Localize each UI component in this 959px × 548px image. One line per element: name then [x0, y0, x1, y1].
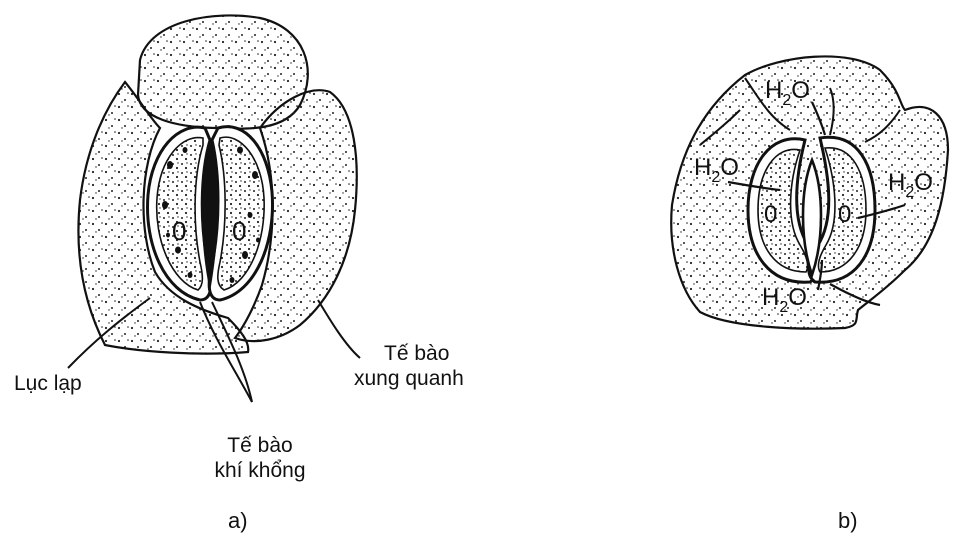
panel-label-b: b): [838, 508, 858, 534]
label-surrounding-cell: Tế bào xung quanh: [354, 341, 514, 391]
label-guard-cell-line2: khí khổng: [180, 458, 340, 483]
panel-b-diagram: 0 0 H2O H2O H2O H2O: [671, 56, 948, 328]
nucleus-left-a: 0: [172, 216, 186, 246]
nucleus-right-a: 0: [232, 216, 246, 246]
panel-a-diagram: 0 0: [68, 15, 360, 402]
nucleus-left-b: 0: [764, 201, 777, 228]
label-chloroplast: Lục lạp: [14, 371, 82, 396]
label-guard-cell: Tế bào khí khổng: [180, 433, 340, 483]
label-surrounding-cell-line2: xung quanh: [354, 366, 514, 391]
nucleus-right-b: 0: [838, 201, 851, 228]
label-surrounding-cell-line1: Tế bào: [354, 341, 514, 366]
panel-label-a: a): [228, 508, 248, 534]
label-guard-cell-line1: Tế bào: [180, 433, 340, 458]
